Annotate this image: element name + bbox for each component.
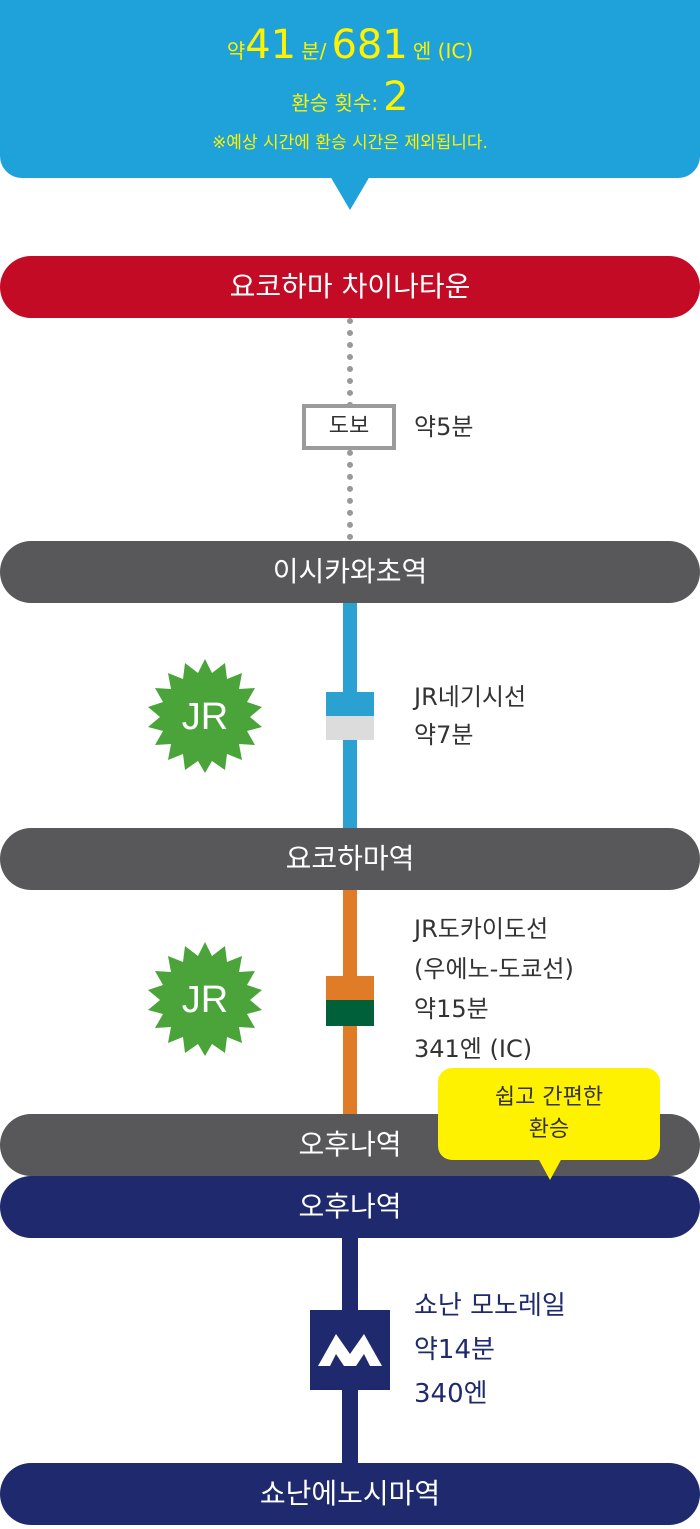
transfers-label: 환승 횟수:: [291, 91, 379, 115]
callout-line2: 환승: [528, 1117, 570, 1142]
total-fare: 681: [331, 22, 408, 68]
station-destination: 쇼난에노시마역: [0, 1463, 700, 1525]
leg2-line-name: JR도카이도선: [414, 915, 549, 943]
jr-logo-icon: JR: [148, 942, 262, 1056]
callout-pointer: [538, 1158, 562, 1180]
transfer-count: 2: [383, 74, 409, 120]
approx-label: 약: [226, 39, 246, 63]
easy-transfer-callout: 쉽고 간편한 환승: [438, 1068, 660, 1160]
leg2-time: 약15분: [414, 995, 489, 1023]
total-minutes: 41: [245, 22, 297, 68]
callout-line1: 쉽고 간편한: [494, 1085, 604, 1110]
summary-note: ※예상 시간에 환승 시간은 제외됩니다.: [212, 133, 488, 153]
route-summary-panel: [0, 0, 700, 178]
jr-badge-text: JR: [182, 696, 228, 738]
leg3-line-name: 쇼난 모노레일: [414, 1291, 566, 1321]
station-ofuna-monorail: 오후나역: [0, 1176, 700, 1238]
station-ishikawacho: 이시카와초역: [0, 541, 700, 603]
summary-transfers: 환승 횟수: 2: [0, 74, 700, 120]
line-color-swatch: [326, 692, 374, 716]
leg2-line-subtitle: (우에노-도쿄선): [414, 955, 574, 983]
shonan-monorail-logo-icon: [310, 1310, 390, 1390]
leg3-fare: 340엔: [414, 1379, 488, 1409]
summary-time-fare: 약41 분/ 681 엔 (IC): [0, 22, 700, 68]
leg1-line-name: JR네기시선: [414, 683, 527, 711]
leg1-time: 약7분: [414, 721, 474, 749]
jr-logo-icon: JR: [148, 659, 262, 773]
walk-time: 약5분: [414, 413, 474, 441]
summary-pointer: [330, 176, 370, 210]
jr-badge-text: JR: [182, 979, 228, 1021]
station-start: 요코하마 차이나타운: [0, 256, 700, 318]
line-color-swatch-secondary: [326, 716, 374, 740]
walk-badge: 도보: [302, 404, 396, 450]
station-yokohama: 요코하마역: [0, 828, 700, 890]
line-color-swatch: [326, 976, 374, 1000]
leg2-fare: 341엔 (IC): [414, 1035, 533, 1063]
leg3-time: 약14분: [414, 1335, 495, 1365]
line-color-swatch-secondary: [326, 1000, 374, 1026]
fare-unit: 엔 (IC): [412, 39, 474, 63]
minutes-unit: 분/: [301, 39, 327, 63]
